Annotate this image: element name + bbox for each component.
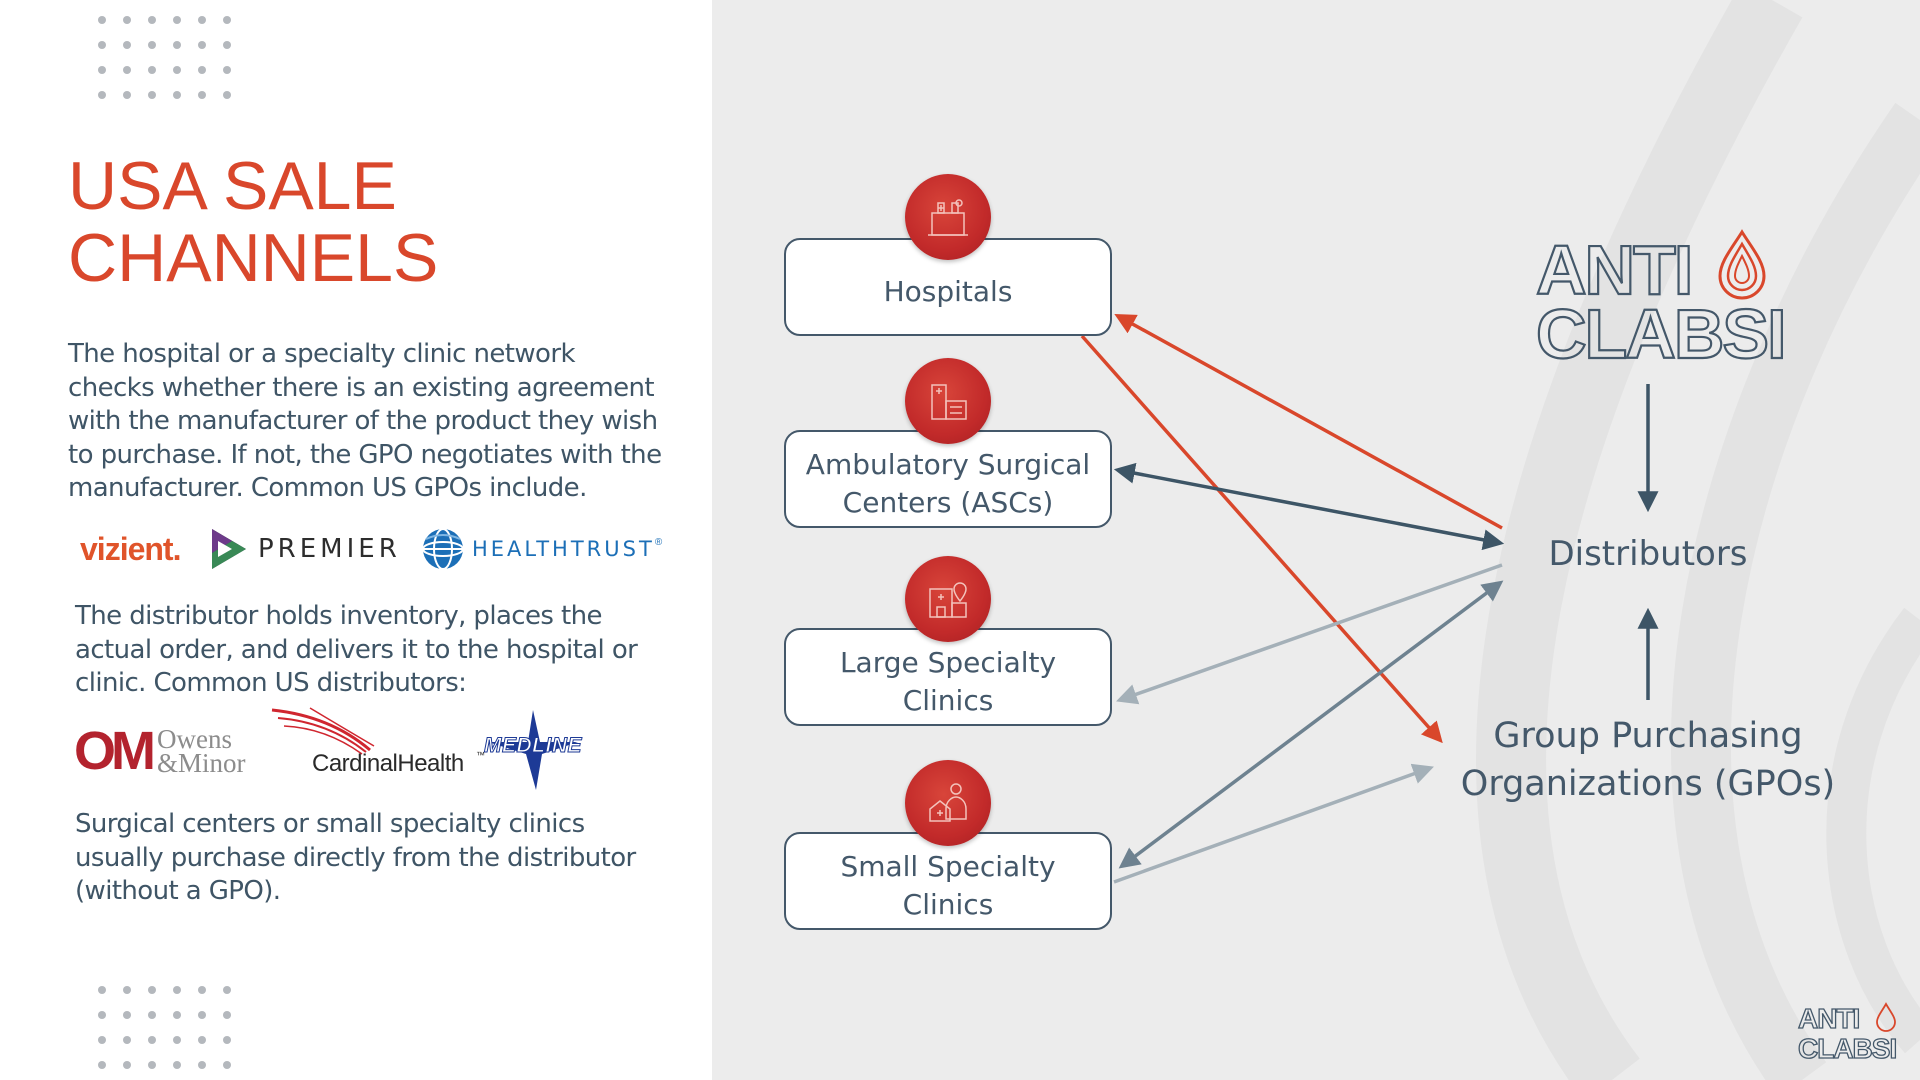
large-clinic-badge bbox=[905, 556, 991, 642]
page-title-line-1: USA SALE bbox=[68, 148, 397, 224]
gpo-intro-paragraph: The hospital or a specialty clinic netwo… bbox=[68, 339, 662, 503]
clinic-location-icon bbox=[929, 582, 967, 618]
node-group-purchasing-organizations: Group Purchasing Organizations (GPOs) bbox=[1440, 712, 1856, 808]
blood-drop-icon bbox=[1718, 229, 1766, 300]
node-hospitals-label: Hospitals bbox=[884, 273, 1013, 311]
node-hospitals-line-1: Hospitals bbox=[883, 275, 1013, 308]
node-large-clinics-line-1: Large Specialty bbox=[839, 646, 1057, 679]
node-large-clinics-line-2: Clinics bbox=[902, 684, 994, 717]
healthtrust-registered-mark: ® bbox=[654, 537, 663, 548]
anti-clabsi-logo: ANTI CLABSI bbox=[1535, 229, 1788, 374]
om-mark: OM bbox=[74, 721, 156, 781]
corner-blood-drop-icon bbox=[1876, 1002, 1896, 1032]
arrow-small-clinics-to-gpos bbox=[1113, 763, 1434, 884]
arrow-distributors-to-large-clinics bbox=[1116, 563, 1503, 705]
globe-icon bbox=[422, 528, 464, 570]
vizient-logo: vizient. bbox=[80, 531, 208, 568]
arrow-distributors-small-clinics-bidirectional bbox=[1118, 580, 1504, 869]
arrow-distributors-to-hospitals bbox=[1114, 313, 1503, 530]
healthtrust-logo: HEALTHTRUST ® bbox=[420, 527, 680, 571]
corner-brand-logo: ANTI CLABSI bbox=[1796, 1000, 1902, 1065]
direct-purchase-paragraph: Surgical centers or small specialty clin… bbox=[75, 809, 636, 906]
decorative-dot-grid-bottom bbox=[98, 986, 231, 1069]
node-small-clinics-line-2: Clinics bbox=[902, 888, 994, 921]
distributor-logo-strip: OM Owens &Minor CardinalHealth ™ MEDLINE bbox=[74, 706, 598, 796]
hospital-badge bbox=[905, 174, 991, 260]
node-large-clinics-label: Large Specialty Clinics bbox=[840, 644, 1056, 720]
owens-minor-line-2: &Minor bbox=[157, 748, 246, 778]
cardinal-health-wordmark: CardinalHealth bbox=[312, 750, 464, 777]
small-clinic-badge bbox=[905, 760, 991, 846]
node-large-specialty-clinics: Large Specialty Clinics bbox=[784, 628, 1112, 726]
medline-wordmark: MEDLINE bbox=[484, 734, 583, 758]
gpo-logo-strip: vizient. PREMIER HEALTHTRUST ® bbox=[80, 524, 680, 574]
gpo-label-line-1: Group Purchasing bbox=[1493, 716, 1803, 756]
corner-anti-clabsi-logo: ANTI CLABSI bbox=[1797, 1002, 1898, 1065]
node-distributors: Distributors bbox=[1548, 534, 1748, 574]
arrow-distributors-asc-bidirectional bbox=[1113, 462, 1505, 551]
node-small-specialty-clinics: Small Specialty Clinics bbox=[784, 832, 1112, 930]
node-ascs-label: Ambulatory Surgical Centers (ASCs) bbox=[806, 446, 1090, 522]
left-panel: USA SALE CHANNELS The hospital or a spec… bbox=[0, 0, 712, 1080]
brand-line-1: ANTI bbox=[1536, 231, 1691, 309]
surgical-center-badge bbox=[905, 358, 991, 444]
premier-mark-icon bbox=[212, 529, 246, 569]
owens-minor-logo: OM Owens &Minor bbox=[74, 724, 270, 778]
doctor-home-icon bbox=[929, 783, 967, 822]
page-title-line-2: CHANNELS bbox=[68, 220, 439, 296]
node-ambulatory-surgical-centers: Ambulatory Surgical Centers (ASCs) bbox=[784, 430, 1112, 528]
cardinal-health-logo: CardinalHealth ™ bbox=[270, 706, 485, 796]
corner-brand-line-2: CLABSI bbox=[1798, 1033, 1896, 1064]
cardinal-swoosh-icon bbox=[271, 707, 375, 755]
cardinal-health-tm: ™ bbox=[476, 750, 485, 760]
surgical-center-icon bbox=[931, 384, 967, 420]
medline-star-icon bbox=[488, 710, 578, 790]
healthtrust-wordmark: HEALTHTRUST bbox=[472, 537, 655, 561]
anti-clabsi-brand: ANTI CLABSI bbox=[1532, 224, 1792, 374]
node-small-clinics-line-1: Small Specialty bbox=[840, 850, 1056, 883]
decorative-dot-grid-top bbox=[98, 16, 231, 99]
page-title: USA SALE CHANNELS bbox=[68, 150, 668, 294]
owens-minor-wordmark: Owens &Minor bbox=[157, 724, 246, 778]
node-small-clinics-label: Small Specialty Clinics bbox=[840, 848, 1055, 924]
vizient-wordmark: vizient. bbox=[80, 530, 181, 567]
background-swoosh-decoration bbox=[1476, 0, 1920, 1080]
owens-minor-line-1: Owens bbox=[157, 724, 232, 754]
node-ascs-line-2: Centers (ASCs) bbox=[842, 486, 1054, 519]
gpo-label-line-2: Organizations (GPOs) bbox=[1460, 764, 1836, 804]
medline-logo: MEDLINE bbox=[478, 706, 598, 796]
corner-brand-line-1: ANTI bbox=[1798, 1003, 1859, 1034]
premier-logo: PREMIER bbox=[208, 527, 420, 571]
node-ascs-line-1: Ambulatory Surgical bbox=[805, 448, 1091, 481]
brand-line-2: CLABSI bbox=[1536, 295, 1785, 364]
hospital-icon bbox=[928, 199, 968, 236]
distributor-intro-paragraph: The distributor holds inventory, places … bbox=[75, 601, 638, 698]
premier-wordmark: PREMIER bbox=[258, 534, 401, 564]
